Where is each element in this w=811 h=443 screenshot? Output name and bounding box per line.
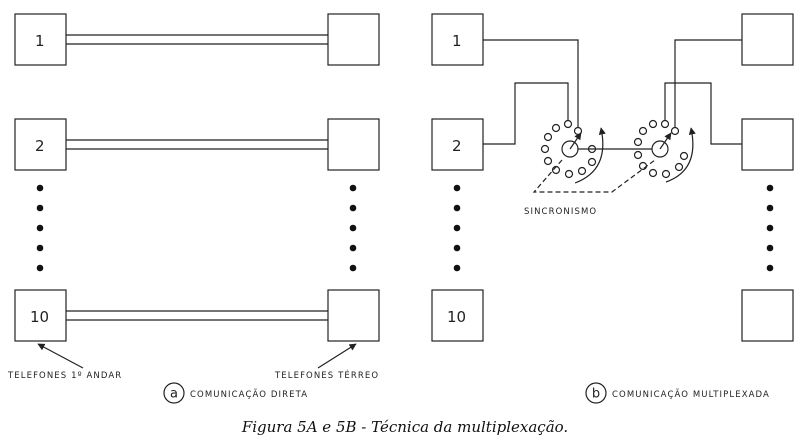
phone-box-b-right-2 <box>741 118 794 171</box>
phone-box-a-2 <box>14 118 67 171</box>
panel-letter-b: b <box>592 387 600 402</box>
rotary-selector-right <box>633 119 696 183</box>
phone-box-a-1 <box>14 13 67 66</box>
sync-dashed-link <box>532 159 656 193</box>
panel-marker-a <box>163 382 185 404</box>
phone-box-a-10 <box>14 289 67 342</box>
panel-caption-b: COMUNICAÇÃO MULTIPLEXADA <box>612 389 770 400</box>
panel-letter-a: a <box>170 387 178 402</box>
phone-box-b-right-1 <box>741 13 794 66</box>
box-number-b-1: 1 <box>452 32 462 50</box>
box-number-b-10: 10 <box>447 308 466 326</box>
label-phones-first-floor: TELEFONES 1º ANDAR <box>7 371 122 381</box>
figure-caption: Figura 5A e 5B - Técnica da multiplexaçã… <box>241 418 568 436</box>
phone-box-a-right-10 <box>327 289 380 342</box>
wire-b-left-2 <box>483 82 569 145</box>
label-phones-ground-floor: TELEFONES TÉRREO <box>274 369 379 381</box>
sync-label: SINCRONISMO <box>524 207 597 217</box>
phone-box-b-right-10 <box>741 289 794 342</box>
panel-caption-a: COMUNICAÇÃO DIRETA <box>190 389 308 400</box>
direct-line-2 <box>66 139 328 150</box>
wire-b-right-1 <box>674 39 742 127</box>
phone-box-a-right-2 <box>327 118 380 171</box>
phone-box-a-right-1 <box>327 13 380 66</box>
arrow-label-left <box>37 343 84 369</box>
box-number-a-2: 2 <box>35 137 45 155</box>
arrow-label-right <box>317 343 357 369</box>
phone-box-b-10 <box>431 289 484 342</box>
panel-marker-b <box>585 382 607 404</box>
direct-line-10 <box>66 310 328 321</box>
diagram-a-direct <box>14 13 380 404</box>
wire-b-right-2 <box>664 82 742 145</box>
box-number-a-1: 1 <box>35 32 45 50</box>
rotary-selector-left <box>540 119 606 184</box>
wire-b-left-1 <box>483 39 579 127</box>
direct-line-1 <box>66 34 328 45</box>
ellipsis-dots <box>36 184 774 272</box>
box-number-b-2: 2 <box>452 137 462 155</box>
diagram-b-multiplexed <box>431 13 794 404</box>
box-number-a-10: 10 <box>30 308 49 326</box>
